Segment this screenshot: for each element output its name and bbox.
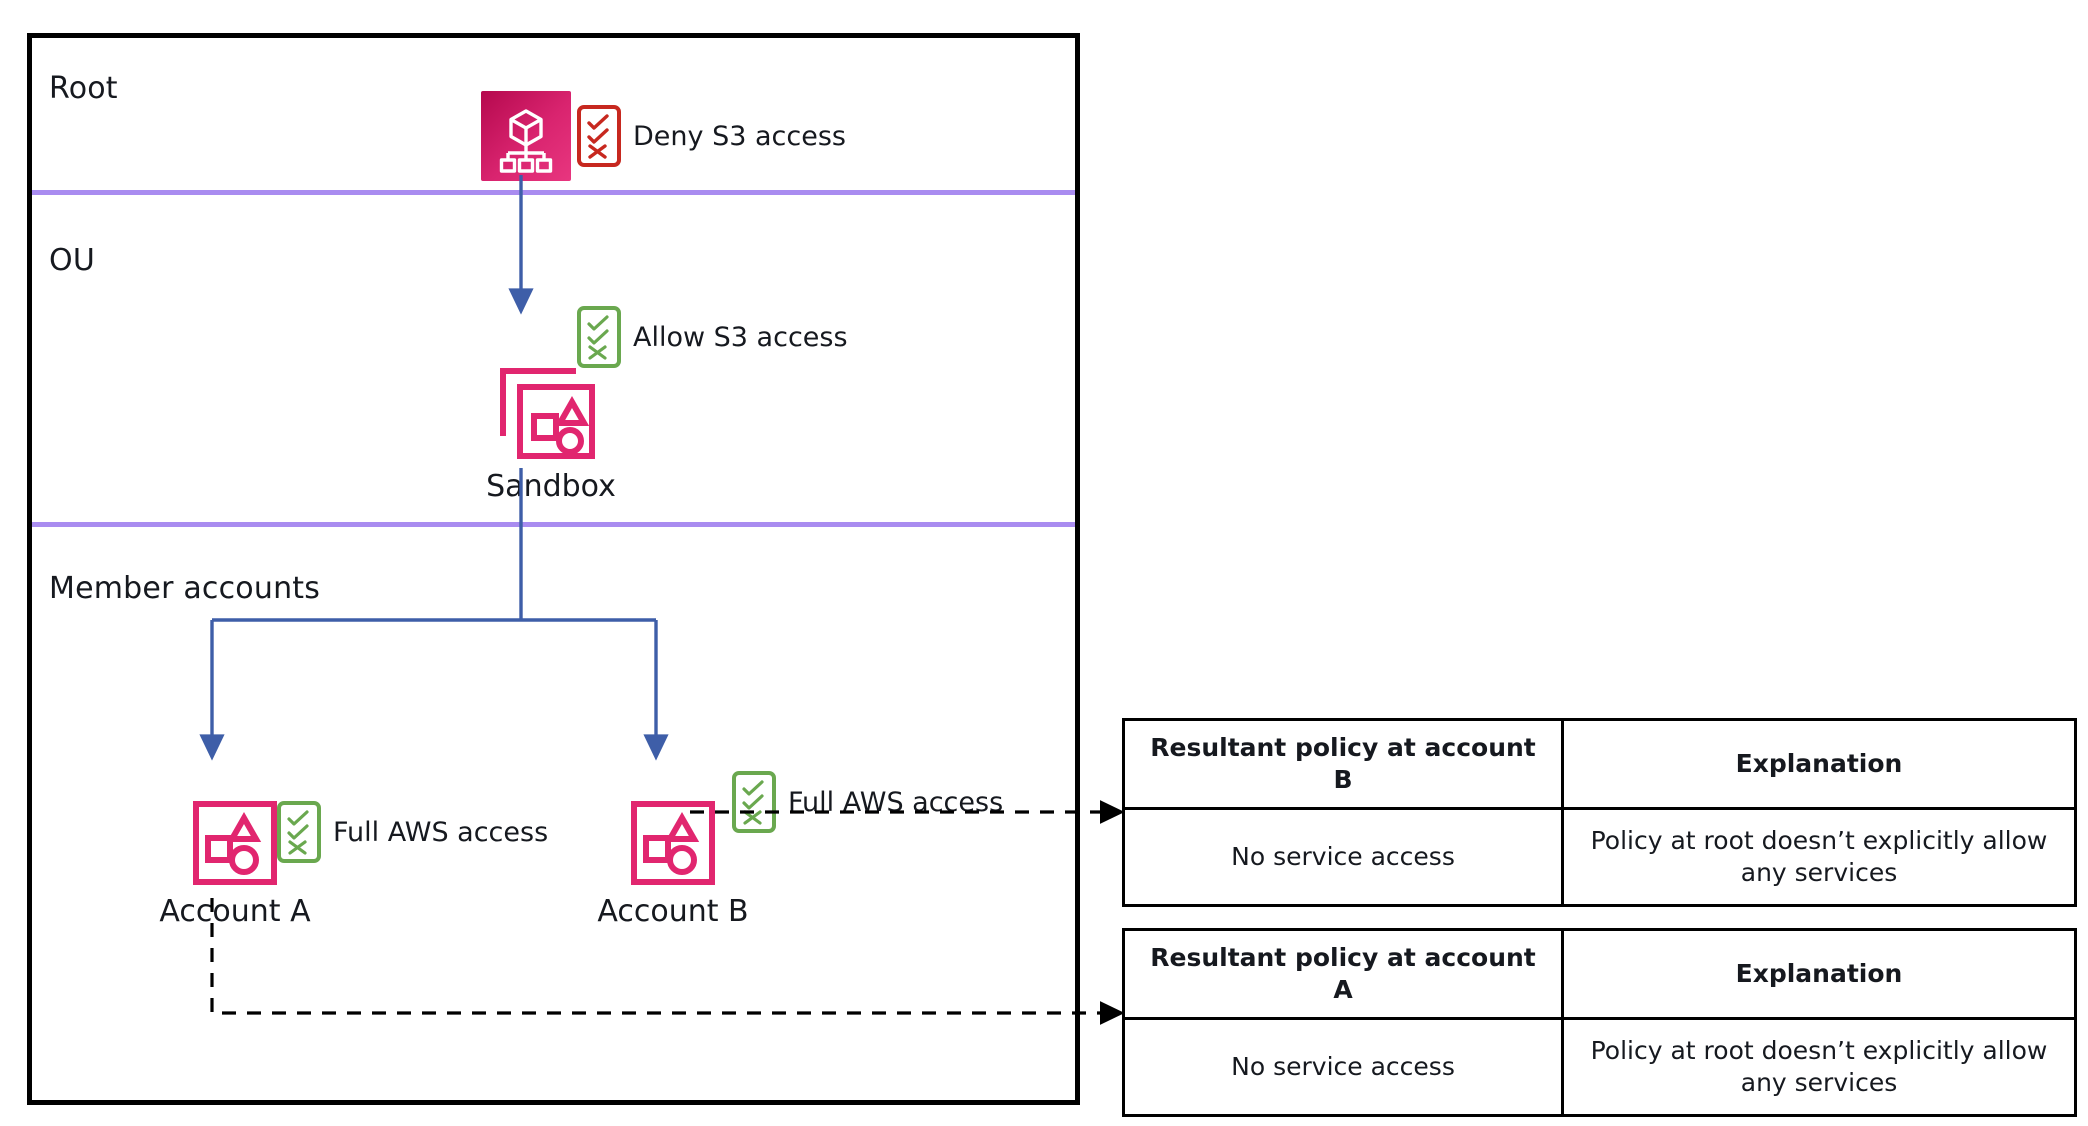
account-a-policy-label: Full AWS access: [333, 816, 549, 848]
table-row: No service access Policy at root doesn’t…: [1122, 807, 2077, 907]
table-a-header-policy: Resultant policy at account A: [1122, 928, 1564, 1020]
ou-caption: Sandbox: [486, 469, 616, 504]
account-b-policy-chip: Full AWS access: [732, 771, 1003, 833]
table-header-row: Resultant policy at account B Explanatio…: [1122, 718, 2077, 810]
aws-account-icon: [631, 801, 715, 885]
allow-policy-icon: [277, 801, 321, 863]
ou-policy-label: Allow S3 access: [633, 321, 848, 353]
ou-sandbox-node[interactable]: Sandbox: [486, 366, 616, 504]
table-a-header-explanation: Explanation: [1561, 928, 2077, 1020]
band-divider-ou-member: [32, 522, 1075, 527]
root-policy-chip: Deny S3 access: [577, 105, 846, 167]
resultant-policy-table-account-b: Resultant policy at account B Explanatio…: [1122, 718, 2077, 907]
account-a-node[interactable]: Account A: [159, 800, 311, 929]
band-divider-root-ou: [32, 190, 1075, 195]
table-a-cell-policy: No service access: [1122, 1017, 1564, 1117]
ou-policy-chip: Allow S3 access: [577, 306, 848, 368]
table-b-header-policy: Resultant policy at account B: [1122, 718, 1564, 810]
table-b-header-explanation: Explanation: [1561, 718, 2077, 810]
allow-policy-icon: [577, 306, 621, 368]
table-header-row: Resultant policy at account A Explanatio…: [1122, 928, 2077, 1020]
table-b-cell-policy: No service access: [1122, 807, 1564, 907]
aws-account-icon: [193, 801, 277, 885]
deny-policy-icon: [577, 105, 621, 167]
band-label-ou: OU: [49, 243, 95, 278]
account-b-policy-label: Full AWS access: [788, 786, 1004, 818]
organizational-unit-icon: [500, 368, 595, 459]
band-label-member-accounts: Member accounts: [49, 571, 321, 606]
allow-policy-icon: [732, 771, 776, 833]
account-b-node[interactable]: Account B: [597, 800, 749, 929]
resultant-policy-table-account-a: Resultant policy at account A Explanatio…: [1122, 928, 2077, 1117]
root-policy-label: Deny S3 access: [633, 120, 846, 152]
band-label-root: Root: [49, 71, 118, 106]
account-b-caption: Account B: [597, 894, 749, 929]
table-a-cell-explanation: Policy at root doesn’t explicitly allow …: [1561, 1017, 2077, 1117]
table-b-cell-explanation: Policy at root doesn’t explicitly allow …: [1561, 807, 2077, 907]
table-row: No service access Policy at root doesn’t…: [1122, 1017, 2077, 1117]
account-a-policy-chip: Full AWS access: [277, 801, 548, 863]
aws-organizations-icon: [481, 91, 571, 181]
root-organization-node[interactable]: [481, 91, 571, 181]
account-a-caption: Account A: [159, 894, 311, 929]
organizations-diagram-panel: Root OU Member accounts: [27, 33, 1080, 1105]
